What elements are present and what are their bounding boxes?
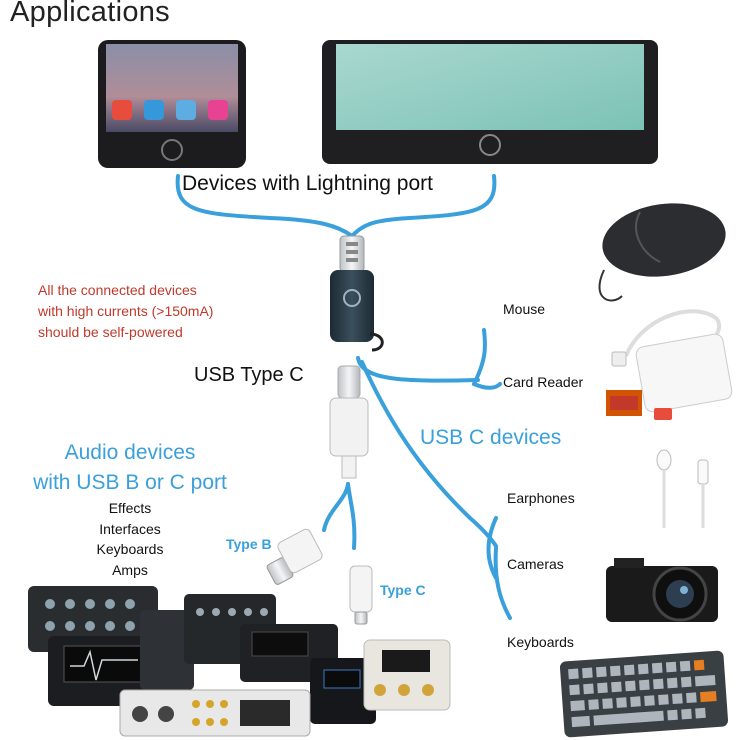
line-earphones <box>486 516 498 580</box>
mouse-illustration <box>598 203 726 302</box>
line-keyboards <box>493 546 512 620</box>
usb-type-c-label: USB Type C <box>194 364 304 386</box>
camera-illustration <box>606 558 718 622</box>
type-c-cable <box>349 565 373 625</box>
audio-list-item: Keyboards <box>96 541 164 557</box>
usb-c-devices-heading: USB C devices <box>420 426 562 449</box>
note-line: All the connected devices <box>38 282 197 298</box>
earphones-illustration <box>656 449 709 528</box>
audio-list-item: Interfaces <box>99 520 161 537</box>
line-ipad <box>350 174 497 238</box>
audio-heading-line: with USB B or C port <box>33 471 227 494</box>
note-line: with high currents (>150mA) <box>38 303 214 319</box>
audio-devices-heading: Audio devices with USB B or C port <box>0 438 260 498</box>
ipad-illustration <box>322 40 658 164</box>
lightning-devices-caption: Devices with Lightning port <box>182 172 433 195</box>
line-iphone <box>175 174 354 238</box>
device-label-keyboards: Keyboards <box>507 634 574 650</box>
line-type-b <box>322 482 350 532</box>
audio-heading-line: Audio devices <box>64 441 196 464</box>
line-card-reader-end <box>472 382 502 390</box>
type-c-label: Type C <box>380 582 426 598</box>
device-label-mouse: Mouse <box>503 301 546 317</box>
card-reader-illustration <box>606 309 733 420</box>
line-cameras <box>360 360 498 548</box>
power-warning-note: All the connected devices with high curr… <box>38 280 213 343</box>
page-title: Applications <box>10 0 170 28</box>
device-label-card-reader: Card Reader <box>503 374 584 390</box>
audio-devices-collage <box>28 586 451 737</box>
line-type-c <box>346 482 357 550</box>
type-b-label: Type B <box>226 536 272 552</box>
audio-list-item: Effects <box>108 500 152 516</box>
device-label-earphones: Earphones <box>507 490 575 506</box>
note-line: should be self-powered <box>38 324 183 340</box>
line-card-reader <box>356 356 480 383</box>
keyboard-illustration <box>559 650 729 738</box>
audio-devices-list: Effects Interfaces Keyboards Amps <box>60 498 200 580</box>
connection-lines <box>175 174 512 620</box>
usbc-cable <box>329 365 369 479</box>
device-label-cameras: Cameras <box>507 556 564 572</box>
line-mouse <box>472 328 487 386</box>
iphone-illustration <box>98 40 246 168</box>
audio-list-item: Amps <box>112 561 148 578</box>
type-b-cable <box>266 528 323 585</box>
lightning-adapter <box>330 235 384 352</box>
